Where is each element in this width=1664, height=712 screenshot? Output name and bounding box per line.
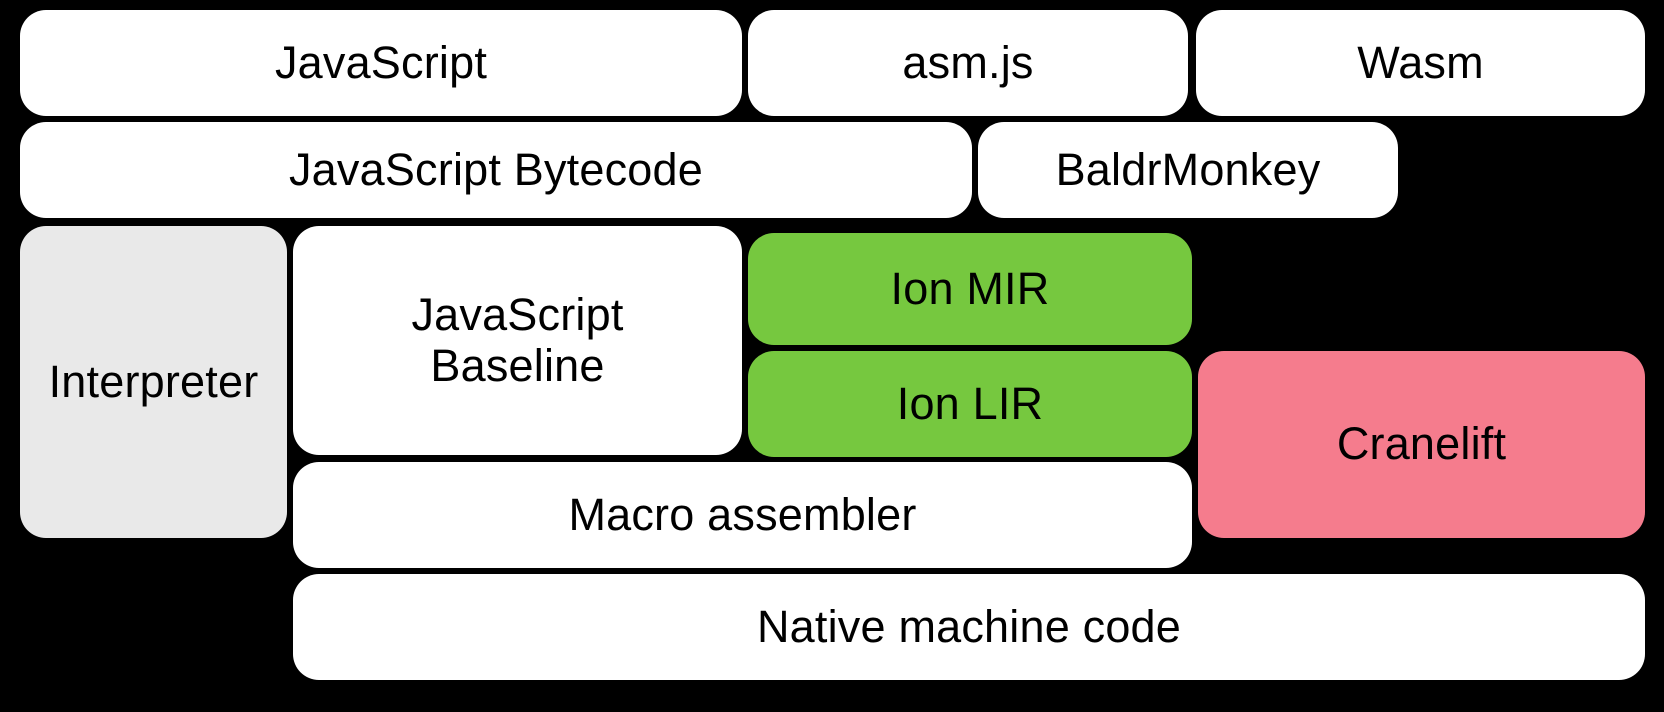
node-ion-lir: Ion LIR [748,351,1192,457]
node-ion-mir: Ion MIR [748,233,1192,345]
node-macro-assembler: Macro assembler [293,462,1192,568]
node-wasm: Wasm [1196,10,1645,116]
node-baldrmonkey: BaldrMonkey [978,122,1398,218]
node-cranelift: Cranelift [1198,351,1645,538]
node-javascript-baseline: JavaScript Baseline [293,226,742,455]
node-asm-js: asm.js [748,10,1188,116]
node-interpreter: Interpreter [20,226,287,538]
node-javascript-bytecode: JavaScript Bytecode [20,122,972,218]
node-javascript: JavaScript [20,10,742,116]
node-native-machine-code: Native machine code [293,574,1645,680]
